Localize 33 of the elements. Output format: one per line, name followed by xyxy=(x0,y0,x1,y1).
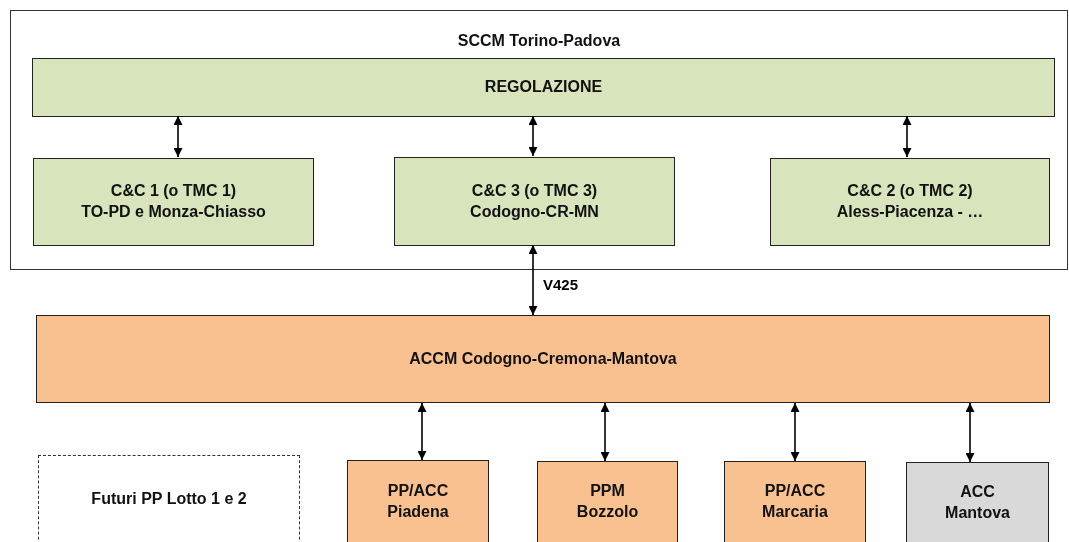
box-label: Aless-Piacenza - … xyxy=(835,202,985,222)
double-arrow xyxy=(965,402,975,463)
double-arrow xyxy=(528,115,538,157)
double-arrow xyxy=(600,402,610,462)
box-label: PP/ACC Marcaria xyxy=(761,481,829,522)
process-box xyxy=(347,460,489,542)
process-box xyxy=(33,158,314,246)
box-label: C&C 3 (o TMC 3) xyxy=(470,180,599,201)
box-label: PP/ACC Piadena xyxy=(386,480,450,522)
box-label: TO-PD e Monza-Chiasso xyxy=(80,202,267,222)
double-arrow xyxy=(528,244,538,316)
box-label: PPM Bozzolo xyxy=(575,481,640,522)
double-arrow xyxy=(902,115,912,158)
box-label: Futuri PP Lotto 1 e 2 xyxy=(90,488,248,509)
process-box xyxy=(32,58,1055,117)
box-label: C&C 2 (o TMC 2) xyxy=(846,181,974,202)
process-box xyxy=(38,455,300,542)
process-box xyxy=(770,158,1050,246)
box-label: REGOLAZIONE xyxy=(483,77,604,98)
process-box xyxy=(906,462,1049,542)
box-label: ACCM Codogno-Cremona-Mantova xyxy=(408,348,678,369)
double-arrow xyxy=(790,402,800,462)
group-title: SCCM Torino-Padova xyxy=(456,31,622,51)
double-arrow xyxy=(417,402,427,461)
group-frame xyxy=(10,10,1068,270)
process-box xyxy=(724,461,866,542)
process-box xyxy=(394,157,675,246)
box-label: ACC Mantova xyxy=(944,481,1011,523)
process-box xyxy=(537,461,678,542)
process-box xyxy=(36,315,1050,403)
box-label: Codogno-CR-MN xyxy=(469,201,600,222)
double-arrow xyxy=(173,115,183,158)
box-label: C&C 1 (o TMC 1) xyxy=(109,181,238,202)
